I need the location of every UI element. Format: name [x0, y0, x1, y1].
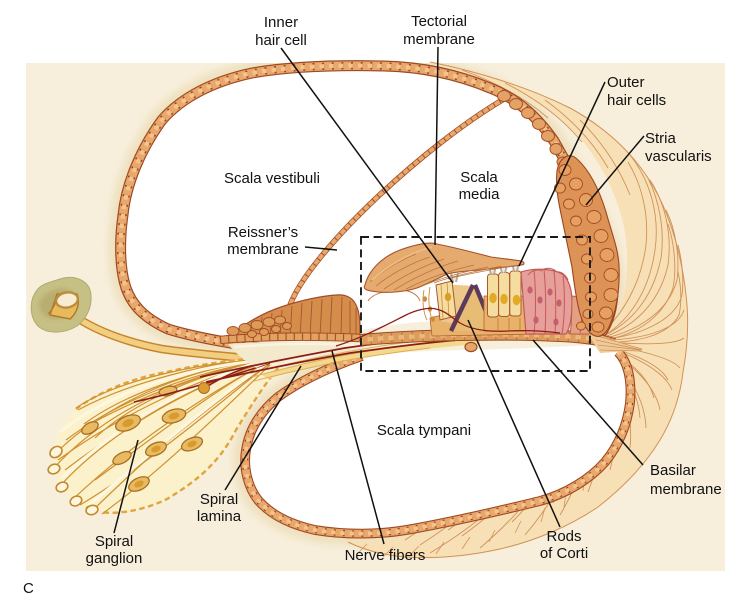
- svg-text:Outer: Outer: [607, 74, 645, 91]
- svg-text:Scala vestibuli: Scala vestibuli: [224, 170, 320, 187]
- svg-text:Nerve fibers: Nerve fibers: [345, 547, 426, 564]
- svg-text:lamina: lamina: [197, 508, 242, 525]
- svg-text:Reissner’s: Reissner’s: [228, 224, 298, 241]
- svg-text:hair cells: hair cells: [607, 92, 666, 109]
- svg-text:membrane: membrane: [650, 481, 722, 498]
- svg-text:Inner: Inner: [264, 14, 298, 31]
- svg-text:Basilar: Basilar: [650, 462, 696, 479]
- svg-text:Stria: Stria: [645, 130, 677, 147]
- svg-text:ganglion: ganglion: [86, 550, 143, 567]
- svg-text:hair cell: hair cell: [255, 32, 307, 49]
- svg-text:of Corti: of Corti: [540, 545, 588, 562]
- svg-text:Tectorial: Tectorial: [411, 13, 467, 30]
- svg-text:Rods: Rods: [546, 528, 581, 545]
- svg-text:membrane: membrane: [403, 31, 475, 48]
- svg-text:Spiral: Spiral: [200, 491, 238, 508]
- svg-text:C: C: [23, 580, 34, 597]
- svg-text:membrane: membrane: [227, 241, 299, 258]
- svg-text:Scala: Scala: [460, 169, 498, 186]
- svg-text:Spiral: Spiral: [95, 533, 133, 550]
- svg-text:media: media: [459, 186, 501, 203]
- svg-text:vascularis: vascularis: [645, 148, 712, 165]
- svg-text:Scala tympani: Scala tympani: [377, 422, 471, 439]
